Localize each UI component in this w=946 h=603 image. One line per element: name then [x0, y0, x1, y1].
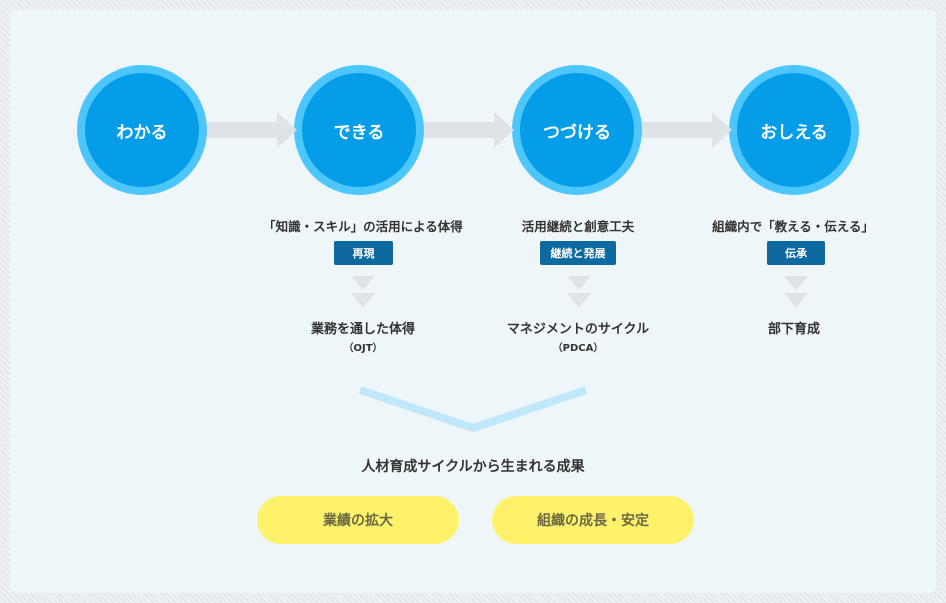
down-arrow-icon [351, 276, 375, 308]
step-label: できる [333, 122, 385, 143]
step-circle-wakaru: わかる [77, 65, 207, 195]
down-arrow-icon [567, 276, 591, 308]
step-description: 組織内で「教える・伝える」 [712, 219, 874, 234]
outcome-pill: 業績の拡大 [257, 496, 459, 544]
step-result-sub: （PDCA） [552, 343, 604, 354]
step-description: 活用継続と創意工夫 [521, 219, 635, 234]
summary-heading: 人材育成サイクルから生まれる成果 [361, 459, 585, 475]
down-arrow-icon [784, 276, 808, 308]
right-arrow-icon [207, 112, 297, 148]
step-label: わかる [116, 122, 168, 143]
right-arrow-icon [424, 112, 514, 148]
step-badge: 再現 [334, 241, 393, 265]
step-result: 部下育成 [767, 322, 820, 337]
step-badge: 継続と発展 [540, 241, 616, 265]
step-result-sub: （OJT） [343, 343, 383, 354]
step-label: おしえる [760, 122, 828, 143]
step-label: つづける [543, 122, 611, 143]
step-circle-tsuzukeru: つづける [512, 65, 642, 195]
converge-chevron [358, 386, 588, 433]
step-result: マネジメントのサイクル [506, 322, 650, 337]
right-arrow-icon [642, 112, 732, 148]
step-result: 業務を通した体得 [310, 322, 415, 337]
step-badge: 伝承 [767, 241, 825, 265]
step-circle-dekiru: できる [294, 65, 424, 195]
outcome-pill: 組織の成長・安定 [492, 496, 694, 544]
step-description: 「知識・スキル」の活用による体得 [263, 219, 463, 234]
step-circle-oshieru: おしえる [729, 65, 859, 195]
